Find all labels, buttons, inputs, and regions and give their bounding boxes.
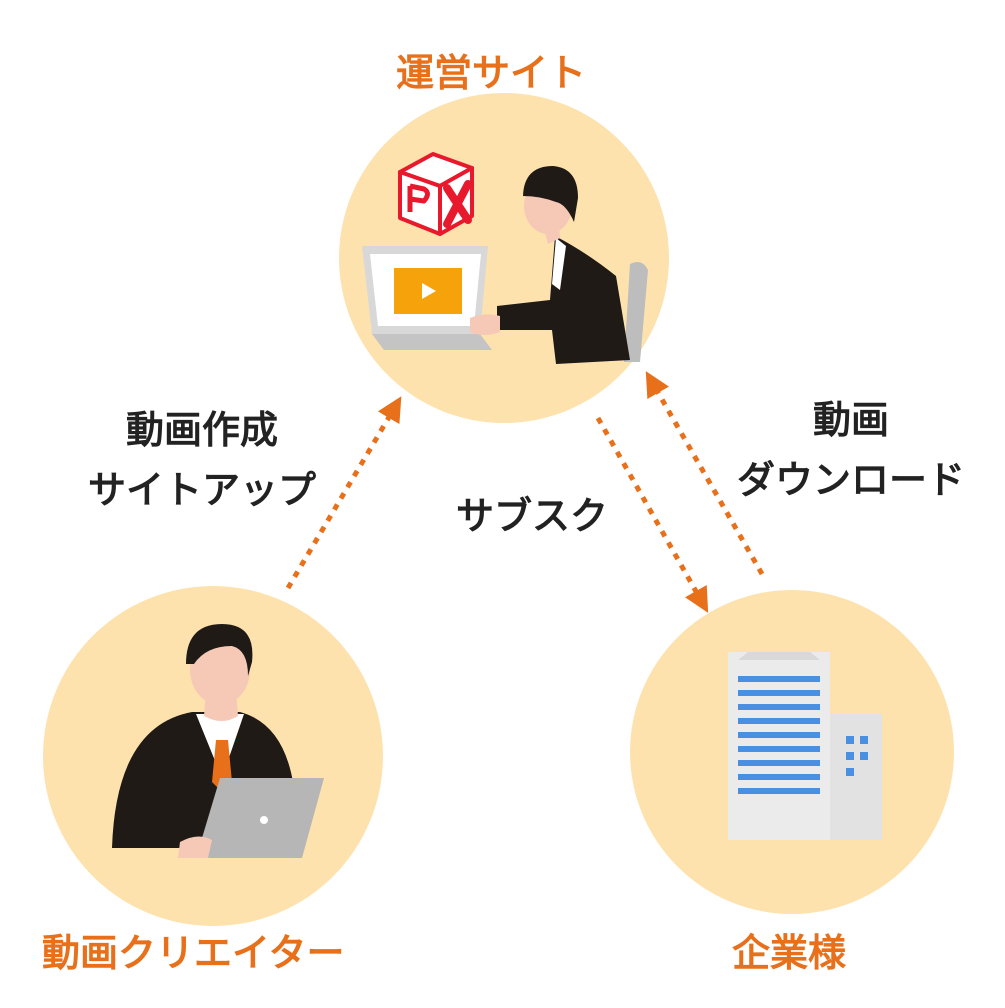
node-label-site: 運営サイト (396, 51, 587, 95)
px-logo-icon (398, 152, 474, 236)
chair (624, 262, 648, 362)
person-with-laptop-icon (112, 624, 324, 858)
edge-label-company-to-site: 動画 ダウンロード (720, 390, 982, 510)
node-label-company: 企業様 (732, 931, 847, 975)
arrow-creator-to-site (285, 396, 402, 590)
arrow-site-to-company (595, 416, 709, 613)
edge-label-line2: サイトアップ (87, 468, 316, 512)
edge-label-site-to-company: サブスク (456, 494, 609, 538)
edge-label-line2: ダウンロード (736, 458, 965, 502)
edge-label-line1: 動画 (812, 398, 889, 442)
person-at-laptop-icon (470, 166, 630, 364)
edge-label-creator-to-site: 動画作成 サイトアップ (82, 400, 322, 520)
node-label-creator: 動画クリエイター (42, 931, 345, 975)
arrow-company-to-site (645, 371, 765, 576)
office-building-icon (728, 652, 882, 840)
site-laptop (362, 246, 492, 350)
edge-label-line1: 動画作成 (125, 408, 278, 452)
